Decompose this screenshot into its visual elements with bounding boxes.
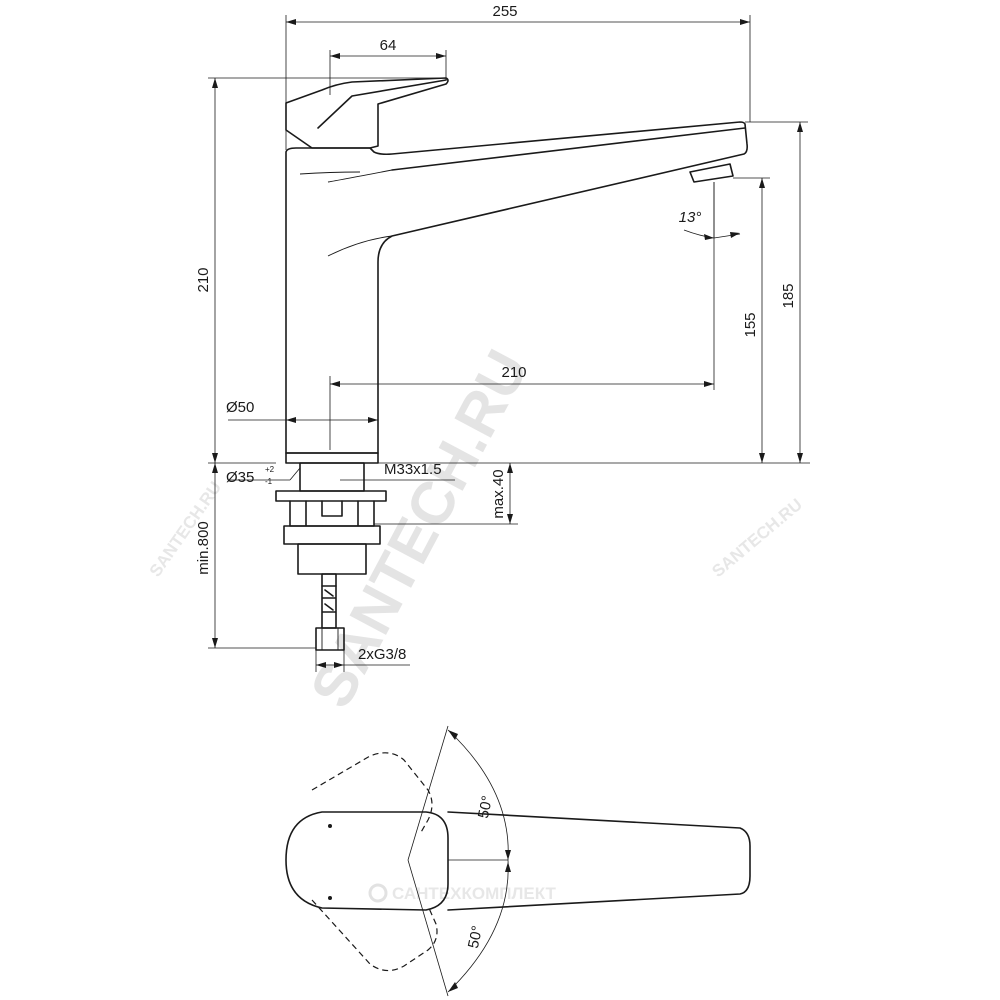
spout-inner-line <box>391 127 746 171</box>
watermark-main: SANTECH.RU <box>297 339 541 718</box>
lever-top-outline <box>285 811 449 911</box>
dim-hole-tol-minus: -1 <box>265 477 273 486</box>
dim-hose-length: min.800 <box>195 521 212 574</box>
hose-nut <box>315 627 345 651</box>
dim-width-total: 255 <box>492 3 517 20</box>
faucet-body <box>285 121 748 454</box>
dim-hole-tol-plus: +2 <box>265 465 275 474</box>
dim-spout-top-height: 185 <box>780 283 797 308</box>
dim-hole-diameter: Ø35 <box>226 469 254 486</box>
spout-top-outline <box>447 811 751 911</box>
dim-max-thickness: max.40 <box>490 469 507 518</box>
watermark-company: САНТЕХКОМПЛЕКТ <box>392 884 557 903</box>
lever-rotated-down <box>311 899 438 972</box>
watermark-left: SANTECH.RU <box>146 478 225 580</box>
dim-outlet-height: 155 <box>742 312 759 337</box>
lever-inner <box>317 79 447 129</box>
dim-body-diameter: Ø50 <box>226 399 254 416</box>
dim-lever-length: 64 <box>380 37 397 54</box>
spout-curve-upper <box>327 169 393 183</box>
aerator <box>689 163 734 183</box>
mounting-plate <box>275 490 387 502</box>
watermark-right: SANTECH.RU <box>708 495 806 581</box>
dim-spout-reach: 210 <box>501 364 526 381</box>
dim-lever-angle-down: 50° <box>465 924 486 950</box>
dim-lever-angle-up: 50° <box>475 794 496 820</box>
base-ring <box>285 452 379 464</box>
watermark-company-logo: САНТЕХКОМПЛЕКТ <box>368 883 557 903</box>
faucet-top-view: 50° 50° <box>285 725 751 997</box>
dim-thread: M33x1.5 <box>384 461 442 478</box>
lever-rotated-up <box>311 752 433 835</box>
hose-fitting <box>321 573 337 587</box>
lever-handle <box>285 77 449 149</box>
dimensions-side-view: 255 64 210 185 155 210 <box>195 3 810 672</box>
body-curve <box>299 171 361 175</box>
hose-nut-flats <box>321 628 339 650</box>
watermark: SANTECH.RU SANTECH.RU SANTECH.RU САНТЕХК… <box>146 339 806 903</box>
base-collar <box>299 462 365 492</box>
dim-connections: 2xG3/8 <box>358 646 406 663</box>
spout-curve-lower <box>327 235 393 257</box>
dim-height-total: 210 <box>195 267 212 292</box>
dim-spout-angle: 13° <box>679 209 702 226</box>
mounting-washer <box>283 525 381 545</box>
mounting-bracket <box>289 500 375 527</box>
stud <box>297 543 367 575</box>
